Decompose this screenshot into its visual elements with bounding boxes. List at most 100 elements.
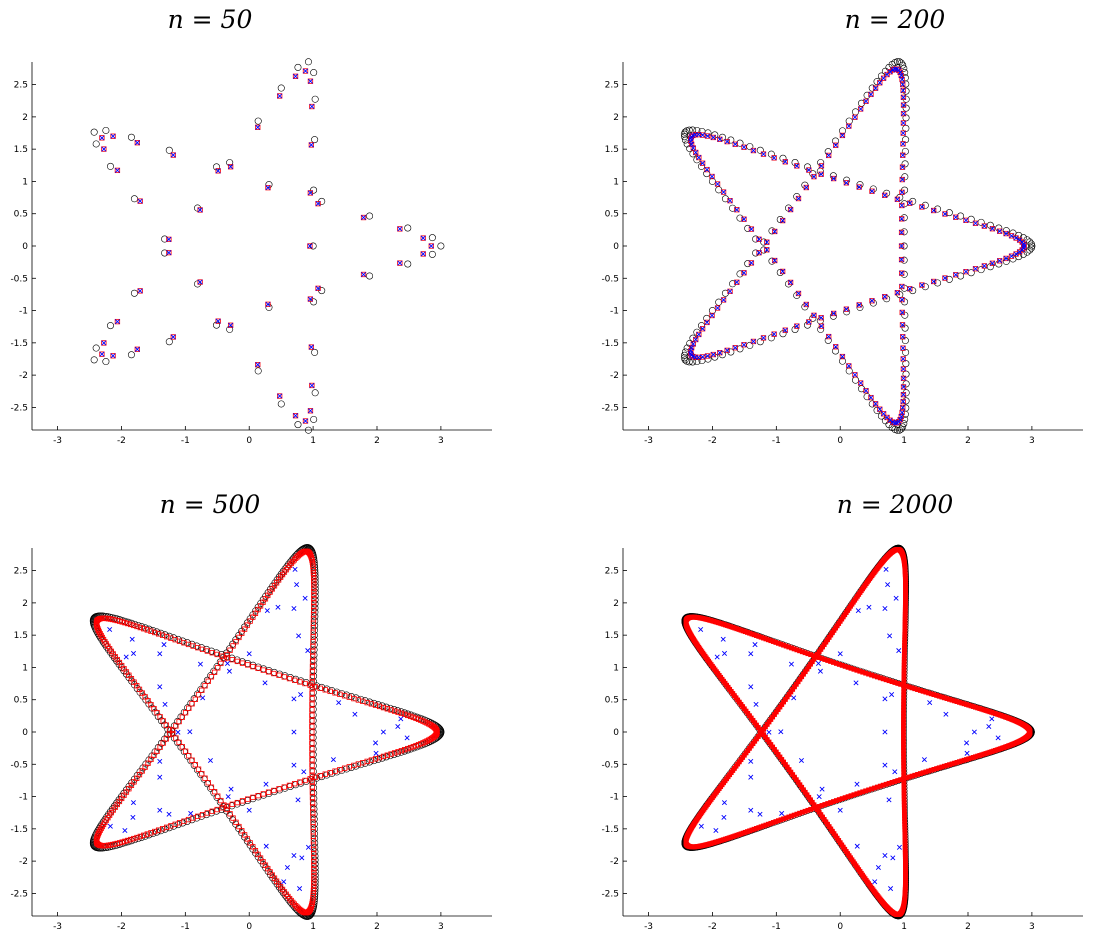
chart-title: n = 500 <box>160 490 261 519</box>
square-point <box>732 141 738 147</box>
square-point <box>782 327 788 333</box>
square-point <box>95 832 101 838</box>
square-point <box>308 142 315 148</box>
square-point <box>748 260 755 266</box>
square-point <box>899 202 905 209</box>
square-point <box>391 750 398 756</box>
cross-point <box>772 228 778 234</box>
square-point <box>276 672 282 678</box>
square-point <box>291 557 297 563</box>
square-point <box>309 707 315 713</box>
circle-point <box>1026 246 1034 254</box>
series-blue-crosses <box>107 566 410 892</box>
circle-point <box>934 205 942 213</box>
circle-point <box>174 739 182 747</box>
circle-point <box>130 195 138 203</box>
square-point <box>307 776 313 782</box>
circle-point <box>311 136 319 144</box>
series-blue-crosses <box>99 68 434 424</box>
circle-point <box>228 654 236 662</box>
square-point <box>176 718 182 725</box>
square-point <box>307 296 314 302</box>
circle-point <box>832 347 840 355</box>
square-point <box>245 662 251 668</box>
square-point <box>407 744 414 751</box>
square-point <box>428 243 434 249</box>
cross-point <box>373 740 379 746</box>
square-point <box>152 629 158 636</box>
x-tick-label: 1 <box>901 922 907 930</box>
square-point <box>239 798 246 804</box>
square-point <box>250 663 256 670</box>
cross-point <box>724 347 730 353</box>
square-point <box>756 236 762 242</box>
cross-point <box>927 700 933 706</box>
square-point <box>794 323 800 329</box>
cross-point <box>1021 245 1027 251</box>
cross-point <box>964 750 970 756</box>
cross-point <box>727 198 733 204</box>
square-point <box>882 192 888 198</box>
circle-point <box>901 415 909 423</box>
cross-point <box>831 310 837 316</box>
square-point <box>360 271 367 278</box>
circle-point <box>213 793 221 801</box>
x-tick-label: -2 <box>117 922 126 930</box>
circle-point <box>90 356 98 364</box>
square-point <box>395 709 401 715</box>
cross-point <box>989 716 995 722</box>
square-point <box>276 786 282 792</box>
cross-point <box>882 852 888 858</box>
cross-point <box>715 305 721 311</box>
square-point <box>764 239 770 245</box>
cross-point <box>900 130 906 136</box>
square-point <box>806 167 812 173</box>
square-point <box>900 87 906 94</box>
circle-point <box>378 754 386 762</box>
square-point <box>803 301 809 308</box>
square-point <box>302 680 308 687</box>
y-tick-label: 1.5 <box>605 145 619 155</box>
cross-point <box>892 420 898 426</box>
y-tick-label: -0.5 <box>10 274 28 284</box>
cross-point <box>921 757 927 763</box>
square-point <box>899 216 905 222</box>
cross-point <box>817 668 823 674</box>
square-point <box>420 251 426 257</box>
circle-point <box>909 197 917 205</box>
cross-point <box>309 382 315 388</box>
cross-point <box>246 807 252 813</box>
square-point <box>900 404 906 411</box>
circle-point <box>161 249 169 257</box>
square-point <box>380 753 387 760</box>
square-point <box>772 228 778 235</box>
square-point <box>309 685 315 691</box>
circle-point <box>809 170 817 178</box>
square-point <box>852 372 858 378</box>
square-point <box>831 175 837 182</box>
square-point <box>309 789 316 795</box>
y-tick-label: 0 <box>22 242 28 252</box>
circle-point <box>934 279 942 287</box>
square-point <box>699 326 706 332</box>
y-tick-label: 2 <box>613 599 619 609</box>
cross-point <box>170 152 176 158</box>
cross-point <box>291 696 297 702</box>
cross-point <box>301 769 307 775</box>
cross-point <box>302 418 309 424</box>
square-point <box>141 626 147 632</box>
square-point <box>869 298 875 304</box>
cross-point <box>693 337 699 343</box>
cross-point <box>806 319 812 325</box>
square-point <box>241 626 248 632</box>
cross-point <box>748 651 754 657</box>
cross-point <box>890 855 896 861</box>
cross-point <box>428 243 434 249</box>
cross-point <box>284 864 290 871</box>
y-tick-label: 1.5 <box>605 631 619 641</box>
square-point <box>101 340 107 346</box>
square-point <box>309 799 316 806</box>
square-point <box>695 354 702 361</box>
circle-point <box>845 367 853 375</box>
square-point <box>215 665 221 671</box>
